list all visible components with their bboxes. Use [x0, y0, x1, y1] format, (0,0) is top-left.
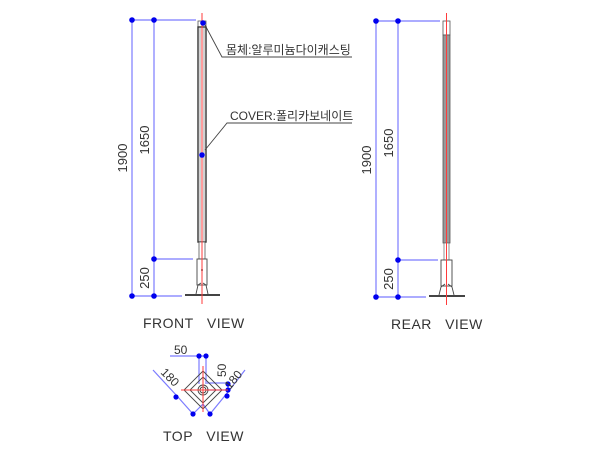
rear-dim-250: 250 [381, 268, 396, 290]
callout-body-material: 몸체:알루미늄다이캐스팅 [226, 43, 351, 57]
rear-dim-1900: 1900 [359, 146, 374, 175]
callout-cover-material: COVER:폴리카보네이트 [230, 109, 353, 123]
front-callout-dot-top [200, 20, 206, 26]
front-dim-1650: 1650 [137, 126, 152, 155]
rear-view-title: REAR VIEW [391, 316, 483, 332]
front-dimension-dots [129, 17, 157, 299]
front-view-title: FRONT VIEW [143, 315, 245, 331]
rear-view: 1900 1650 250 REAR VIEW [359, 13, 483, 332]
rear-dim-1650: 1650 [381, 129, 396, 158]
front-dim-1900: 1900 [115, 144, 130, 173]
top-view-title: TOP VIEW [163, 428, 244, 444]
front-callout-leaders [204, 24, 352, 151]
front-view: 1900 1650 250 몸체:알루미늄다이캐 [115, 13, 353, 331]
front-callout-dot-cover [199, 152, 205, 158]
top-centerlines [181, 366, 228, 412]
rear-dimension-lines [375, 20, 440, 298]
top-dim-180-left: 180 [158, 365, 182, 389]
front-dim-250: 250 [137, 267, 152, 289]
top-dim-50-right: 50 [215, 363, 229, 377]
top-dimension-dots [173, 353, 231, 417]
top-dim-50-top: 50 [174, 343, 188, 357]
rear-dimension-dots [373, 18, 401, 300]
front-dimension-lines [131, 19, 196, 297]
top-view: 50 50 180 180 TOP VIEW [152, 343, 246, 444]
